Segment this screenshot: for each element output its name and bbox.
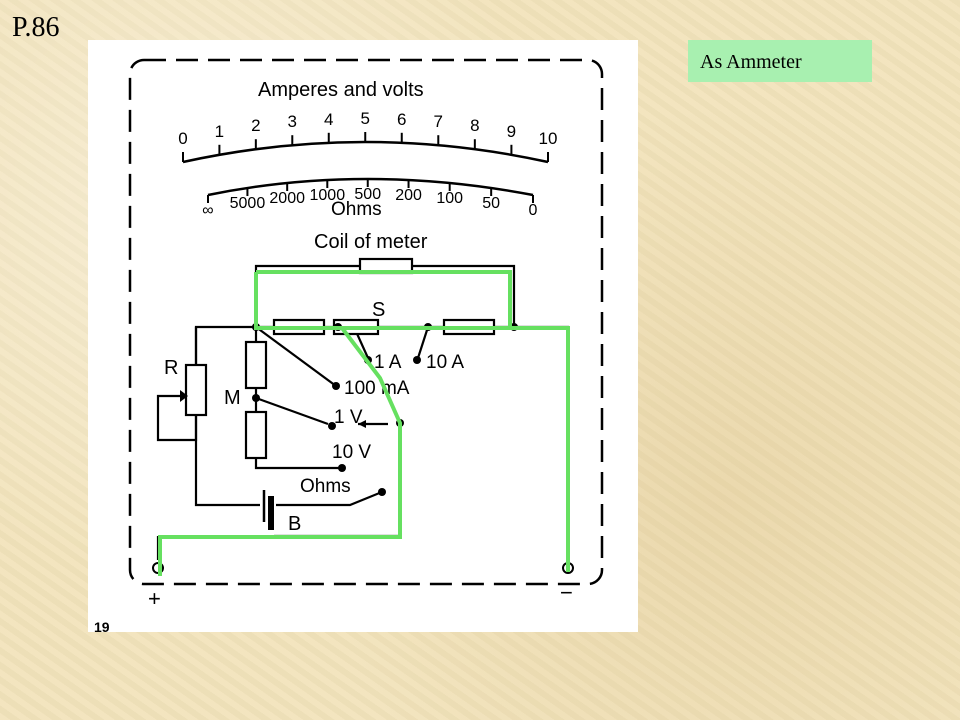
arrow-head bbox=[358, 420, 366, 428]
variable-resistor-arrow bbox=[180, 390, 188, 402]
switch-contacts bbox=[252, 323, 518, 496]
lower-scale-label: 2000 bbox=[269, 190, 305, 207]
upper-scale-label: 9 bbox=[507, 122, 516, 141]
range-10v-label: 10 V bbox=[332, 442, 371, 463]
coil-label: Coil of meter bbox=[314, 231, 428, 253]
terminal-minus-label: − bbox=[560, 580, 573, 605]
ammeter-current-path bbox=[158, 270, 570, 576]
range-10a-label: 10 A bbox=[426, 352, 464, 373]
upper-scale-label: 0 bbox=[178, 129, 187, 148]
resistor-m-upper bbox=[244, 340, 268, 390]
lower-scale-label: 50 bbox=[482, 195, 500, 212]
range-1v-label: 1 V bbox=[334, 407, 363, 428]
terminal-plus-label: + bbox=[148, 586, 161, 611]
upper-scale-label: 1 bbox=[215, 122, 224, 141]
resistor-r-label: R bbox=[164, 357, 178, 379]
lower-scale-label: 500 bbox=[354, 186, 381, 203]
lower-scale-label: 5000 bbox=[230, 195, 266, 212]
upper-scale-arc bbox=[182, 140, 549, 164]
meter-case-outline bbox=[128, 58, 604, 586]
upper-scale-label: 8 bbox=[470, 116, 479, 135]
scale-title: Amperes and volts bbox=[258, 79, 424, 101]
lower-scale-label: 1000 bbox=[310, 187, 346, 204]
upper-scale-label: 10 bbox=[539, 129, 558, 148]
upper-scale-label: 3 bbox=[288, 112, 297, 131]
resistor-m-lower bbox=[244, 410, 268, 460]
lower-scale-label: ∞ bbox=[202, 202, 213, 219]
upper-scale-labels: 0 1 2 3 4 5 6 7 8 9 10 bbox=[178, 109, 557, 148]
shunt-label: S bbox=[372, 299, 385, 321]
circuit-wiring bbox=[156, 264, 570, 560]
upper-scale-label: 5 bbox=[361, 109, 370, 128]
range-ohms-label: Ohms bbox=[300, 476, 351, 497]
range-100ma-label: 100 mA bbox=[344, 378, 410, 399]
upper-scale-label: 4 bbox=[324, 110, 333, 129]
lower-scale-label: 100 bbox=[436, 190, 463, 207]
mode-label: As Ammeter bbox=[688, 40, 872, 82]
upper-scale-label: 7 bbox=[434, 112, 443, 131]
battery-label: B bbox=[288, 513, 301, 535]
range-1a-label: 1 A bbox=[374, 352, 402, 373]
resistor-r bbox=[184, 363, 208, 417]
lower-scale-label: 0 bbox=[529, 202, 538, 219]
battery-plate-short bbox=[268, 496, 274, 530]
scale-ticks bbox=[182, 132, 549, 203]
figure-number: 19 bbox=[94, 619, 110, 635]
upper-scale-label: 2 bbox=[251, 116, 260, 135]
ohms-scale-title: Ohms bbox=[331, 199, 382, 220]
page-number: P.86 bbox=[12, 12, 60, 43]
lower-scale-label: 200 bbox=[395, 187, 422, 204]
upper-scale-label: 6 bbox=[397, 110, 406, 129]
resistor-m-label: M bbox=[224, 387, 241, 409]
